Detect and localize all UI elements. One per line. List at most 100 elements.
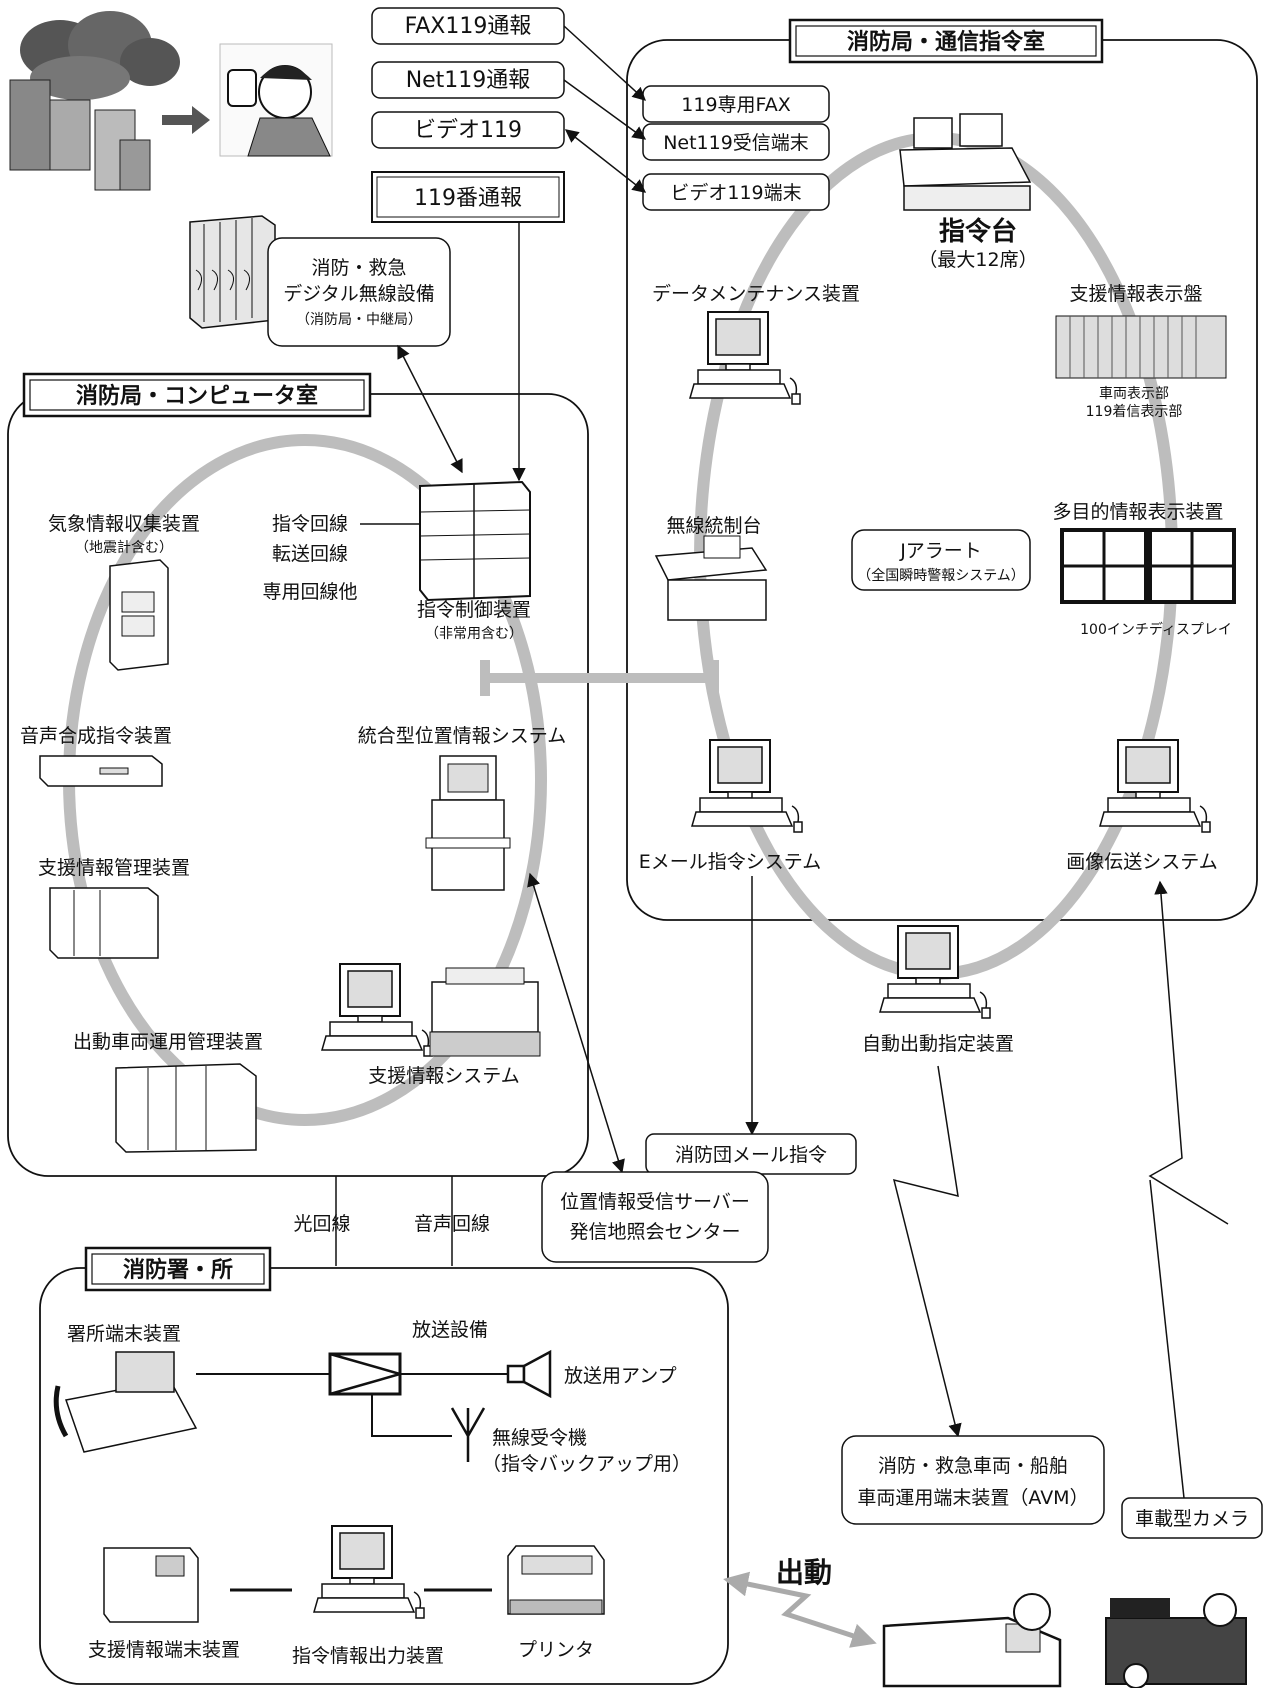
support-board-illustration (1055, 315, 1227, 379)
support-mgmt-illustration (49, 887, 159, 959)
radio-link (397, 344, 463, 474)
weather-device-illustration (109, 559, 169, 671)
voice-label-line: 音声回線 (414, 1213, 490, 1235)
ambulance-illustration (882, 1593, 1062, 1688)
radio-console-label: 無線統制台 (666, 515, 761, 537)
multi-display-label: 多目的情報表示装置 (1052, 501, 1223, 523)
dispatch-console-illustration (899, 113, 1032, 211)
fire-engine-illustration (1105, 1593, 1247, 1688)
vehicle-mgmt-label: 出動車両運用管理装置 (73, 1031, 263, 1053)
svg-text:ビデオ119: ビデオ119 (414, 118, 522, 143)
radio-console-illustration (654, 535, 768, 621)
amp-label: 放送用アンプ (564, 1365, 677, 1387)
auto-dispatch-wireless (892, 1065, 962, 1438)
image-wireless (1148, 880, 1229, 1225)
vehicle-mgmt-illustration (115, 1063, 257, 1153)
avm-box: 消防・救急車両・船舶 車両運用端末装置（AVM） (841, 1435, 1105, 1525)
video-report-box: ビデオ119 (371, 111, 565, 149)
svg-text:消防局・通信指令室: 消防局・通信指令室 (847, 29, 1045, 55)
svg-text:デジタル無線設備: デジタル無線設備 (283, 283, 435, 305)
jalert-box: Jアラート （全国瞬時警報システム） (851, 529, 1031, 591)
radio-equipment-box: 消防・救急 デジタル無線設備 （消防局・中継局） (267, 237, 451, 347)
support-board-sub1: 車両表示部 (1099, 385, 1169, 402)
support-sys-label: 支援情報システム (368, 1065, 519, 1087)
svg-text:119専用FAX: 119専用FAX (681, 94, 790, 116)
gis-label: 統合型位置情報システム (358, 725, 566, 747)
output-pc (313, 1525, 425, 1619)
net-report-box: Net119通報 (371, 61, 565, 99)
phone-report-box: 119番通報 (371, 171, 565, 223)
line-cmd-label: 指令回線 (272, 513, 348, 535)
camera-box: 車載型カメラ (1121, 1497, 1263, 1539)
svg-text:（全国瞬時警報システム）: （全国瞬時警報システム） (857, 567, 1025, 584)
support-sys-pc (321, 963, 433, 1057)
svg-text:（消防局・中継局）: （消防局・中継局） (296, 312, 422, 328)
svg-text:Net119通報: Net119通報 (406, 68, 531, 93)
brigade-mail-box: 消防団メール指令 (645, 1133, 857, 1175)
dispatch-wireless (723, 1571, 877, 1648)
svg-text:車両運用端末装置（AVM）: 車両運用端末装置（AVM） (857, 1487, 1088, 1509)
data-maint-label: データメンテナンス装置 (652, 283, 860, 305)
fax-link (563, 25, 646, 101)
printer-label: プリンタ (518, 1639, 594, 1661)
email-pc (691, 739, 803, 833)
broadcast-device (328, 1352, 405, 1396)
arrow-to-caller (162, 106, 210, 134)
support-board-sub2: 119着信表示部 (1086, 404, 1183, 420)
support-terminal-label: 支援情報端末装置 (88, 1639, 240, 1661)
image-pc (1099, 739, 1211, 833)
console-title: 指令台 (939, 216, 1017, 247)
email-label: Eメール指令システム (639, 851, 821, 873)
support-sys-printer-illustration (429, 967, 541, 1057)
svg-text:ビデオ119端末: ビデオ119端末 (670, 182, 801, 204)
gis-illustration (425, 755, 511, 891)
broadcast-label: 放送設備 (412, 1319, 488, 1341)
stations-title: 消防署・所 (84, 1246, 272, 1292)
dispatch-label: 出動 (776, 1556, 832, 1589)
line-transfer-label: 転送回線 (272, 543, 348, 565)
console-subtitle: （最大12席） (918, 249, 1037, 271)
fax-terminal-box: 119専用FAX (642, 85, 830, 123)
support-mgmt-label: 支援情報管理装置 (38, 857, 190, 879)
image-label: 画像伝送システム (1066, 851, 1217, 873)
voice-device-illustration (39, 755, 163, 787)
support-terminal-illustration (103, 1547, 199, 1623)
receiver-sub: （指令バックアップ用） (482, 1453, 691, 1475)
station-terminal-label: 署所端末装置 (67, 1323, 181, 1345)
printer-illustration (507, 1545, 605, 1615)
dispatch-room-title: 消防局・通信指令室 (788, 18, 1104, 64)
svg-text:Net119受信端末: Net119受信端末 (663, 132, 809, 154)
stations-frame (39, 1267, 729, 1685)
svg-text:消防局・コンピュータ室: 消防局・コンピュータ室 (76, 383, 318, 409)
svg-text:位置情報受信サーバー: 位置情報受信サーバー (560, 1191, 750, 1213)
camera-wireless (1149, 1179, 1185, 1499)
voice-label: 音声合成指令装置 (20, 725, 172, 747)
weather-label: 気象情報収集装置 (48, 513, 200, 535)
line-dedicated-label: 専用回線他 (262, 581, 357, 603)
svg-text:車載型カメラ: 車載型カメラ (1135, 1508, 1249, 1530)
svg-text:消防署・所: 消防署・所 (123, 1258, 233, 1283)
receiver-line (371, 1394, 452, 1437)
location-center-box: 位置情報受信サーバー 発信地照会センター (541, 1171, 769, 1263)
video-terminal-box: ビデオ119端末 (642, 173, 830, 211)
svg-text:消防団メール指令: 消防団メール指令 (675, 1144, 827, 1166)
controller-sub: （非常用含む） (425, 626, 523, 642)
controller-illustration (419, 480, 531, 602)
svg-text:消防・救急車両・船舶: 消防・救急車両・船舶 (878, 1455, 1068, 1477)
caller-illustration (219, 43, 333, 157)
svg-text:FAX119通報: FAX119通報 (405, 14, 532, 39)
multi-display-illustration (1060, 528, 1236, 604)
ring-bridge (480, 660, 719, 696)
fax-report-box: FAX119通報 (371, 7, 565, 45)
controller-label: 指令制御装置 (417, 599, 531, 621)
svg-text:発信地照会センター: 発信地照会センター (569, 1221, 740, 1243)
svg-text:119番通報: 119番通報 (414, 186, 522, 211)
video-link (564, 129, 647, 193)
station-terminal-illustration (53, 1351, 198, 1453)
radio-cabinet-illustration (189, 215, 276, 329)
svg-text:消防・救急: 消防・救急 (311, 257, 406, 279)
auto-dispatch-label: 自動出動指定装置 (862, 1033, 1014, 1055)
city-fire-illustration (9, 11, 180, 191)
computer-room-title: 消防局・コンピュータ室 (22, 372, 372, 418)
